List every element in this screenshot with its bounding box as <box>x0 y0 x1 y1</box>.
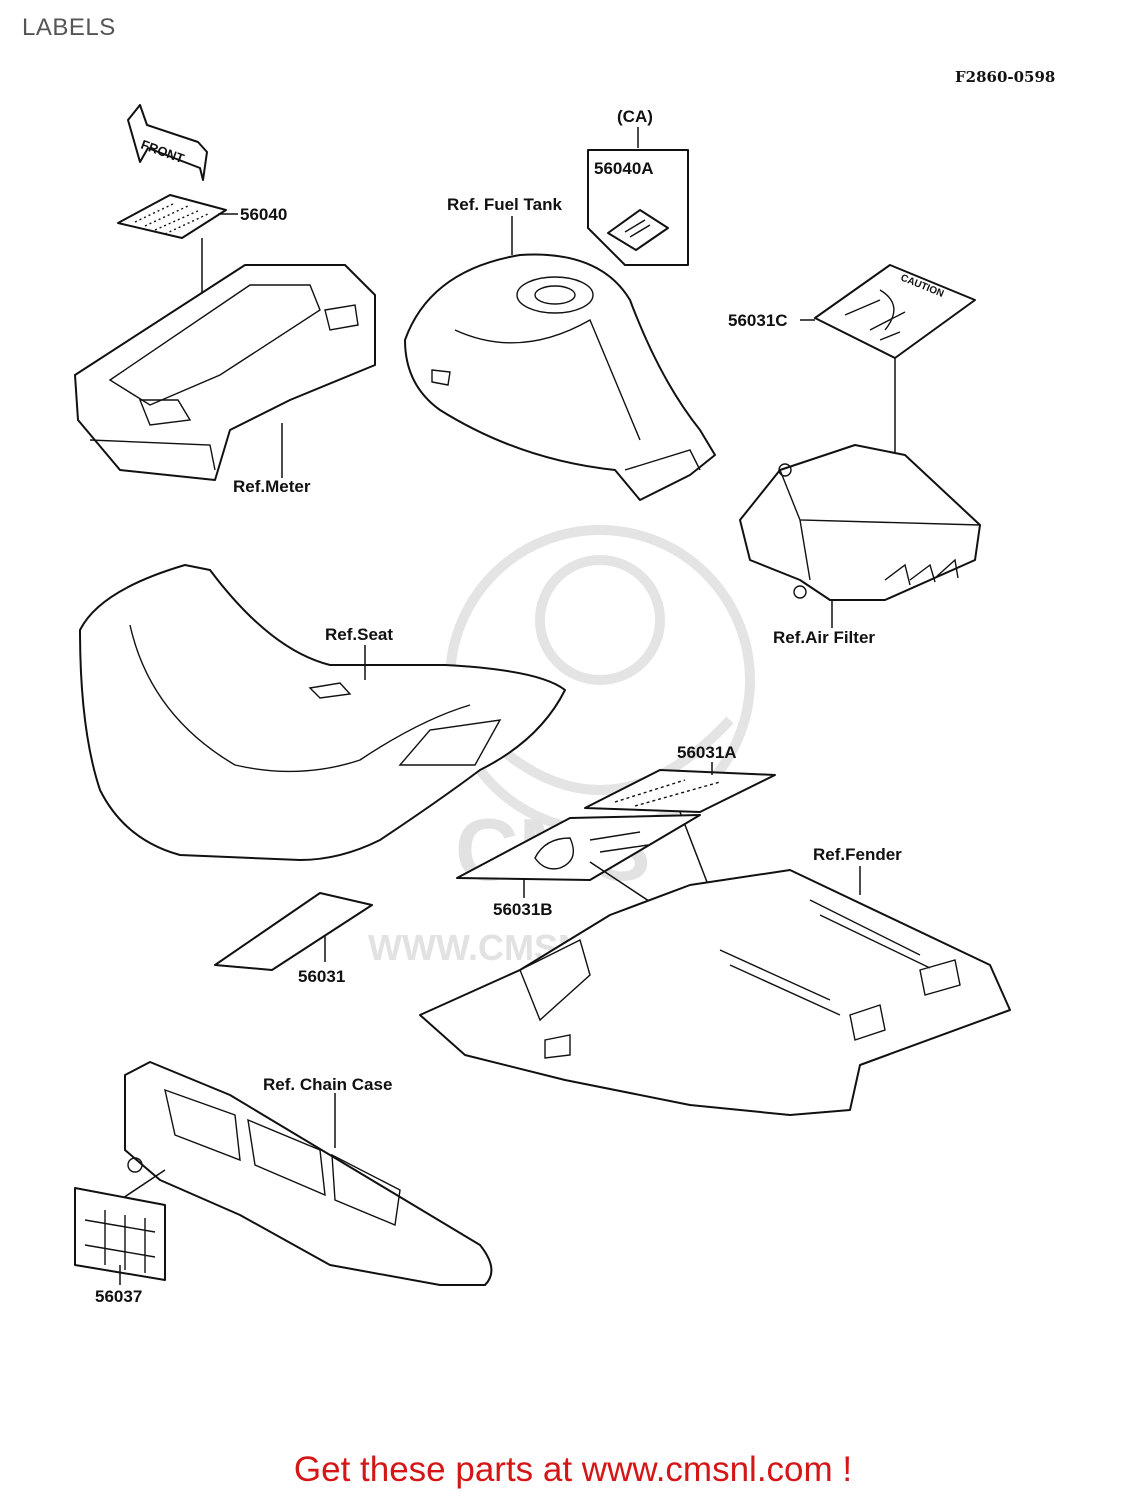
callout-56040: 56040 <box>240 205 287 224</box>
callout-air-filter: Ref.Air Filter <box>773 628 875 647</box>
label-56031: 56031 <box>214 892 373 986</box>
callout-56031a: 56031A <box>677 743 737 762</box>
drawing-number: F2860-0598 <box>955 68 1055 86</box>
callout-fuel-tank: Ref. Fuel Tank <box>447 195 562 214</box>
air-filter: Ref.Air Filter <box>739 444 981 647</box>
page-title: LABELS <box>22 14 116 41</box>
footer-banner-link[interactable]: Get these parts at www.cmsnl.com ! <box>293 1450 853 1489</box>
callout-fender: Ref.Fender <box>813 845 902 864</box>
label-56037: 56037 <box>74 1187 166 1306</box>
fender: Ref.Fender <box>419 845 1011 1116</box>
callout-meter: Ref.Meter <box>233 477 311 496</box>
meter: Ref.Meter <box>74 264 376 496</box>
label-56031b: 56031B <box>456 814 701 919</box>
callout-seat: Ref.Seat <box>325 625 393 644</box>
seat: Ref.Seat <box>79 564 566 861</box>
callout-56031b: 56031B <box>493 900 553 919</box>
chain-case: Ref. Chain Case <box>119 1061 493 1286</box>
label-56040: 56040 <box>117 194 287 305</box>
callout-56037: 56037 <box>95 1287 142 1306</box>
callout-56031: 56031 <box>298 967 345 986</box>
fuel-tank: Ref. Fuel Tank <box>404 195 716 501</box>
parts-diagram: CMS WWW.CMSNL.COM F2860-0598 FRONT 56040 <box>74 68 1055 1306</box>
ca-inset: (CA) 56040A <box>587 107 689 266</box>
ca-marker: (CA) <box>617 107 653 126</box>
label-56031c: CAUTION 56031C <box>728 264 976 462</box>
callout-chain-case: Ref. Chain Case <box>263 1075 392 1094</box>
callout-56040a: 56040A <box>594 159 654 178</box>
callout-56031c: 56031C <box>728 311 788 330</box>
label-56031a: 56031A <box>584 743 776 896</box>
front-arrow-decal: FRONT <box>127 104 208 181</box>
